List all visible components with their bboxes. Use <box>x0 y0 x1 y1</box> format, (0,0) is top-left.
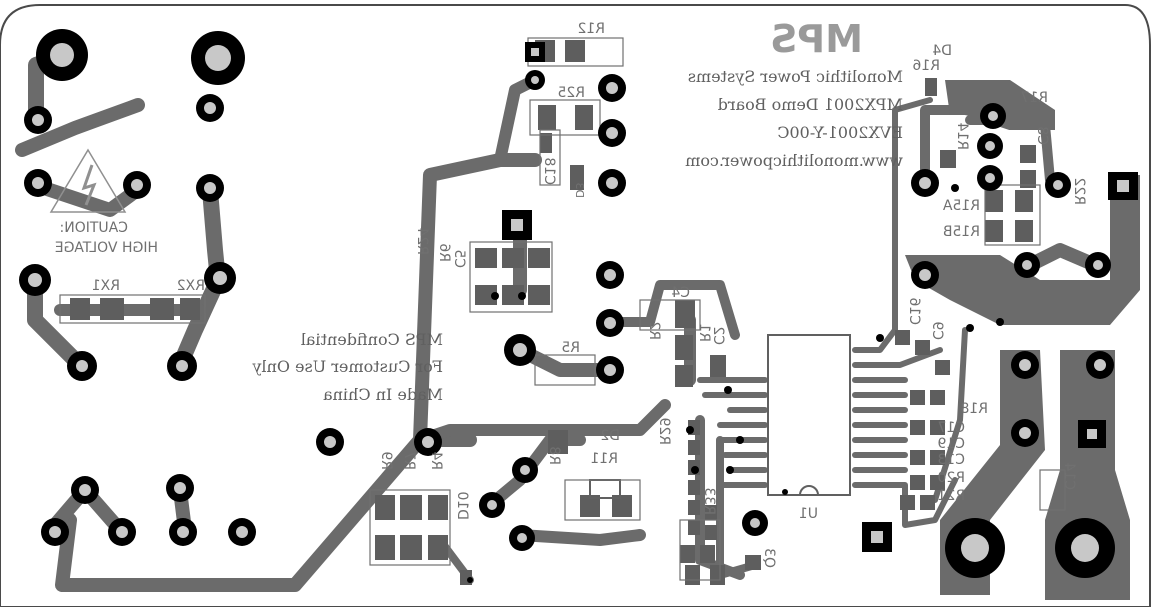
refdes-q3: Q3 <box>761 548 777 568</box>
refdes-r16: R16 <box>912 58 940 74</box>
silkscreen-outlines <box>59 37 1066 581</box>
refdes-u1: U1 <box>799 506 818 522</box>
refdes-r11: R11 <box>590 451 618 467</box>
refdes-r2: R2 <box>646 321 662 340</box>
refdes-r24: R24 <box>414 227 430 255</box>
refdes-r25: R25 <box>557 85 585 101</box>
refdes-r1: R1 <box>696 323 712 342</box>
refdes-r15b: R15B <box>943 224 980 240</box>
part-number-text: EVX2001-Y-00C <box>777 123 903 142</box>
high-voltage-text: HIGH VOLTAGE <box>55 240 158 256</box>
refdes-d2: D2 <box>600 428 620 444</box>
refdes-d4: D4 <box>932 43 952 59</box>
smd-pads <box>70 40 1036 585</box>
caution-text: CAUTION: <box>60 220 129 236</box>
confidential-text: MPS Confidential <box>301 330 443 349</box>
refdes-c4: C4 <box>671 285 690 301</box>
refdes-r18: R18 <box>960 401 988 417</box>
refdes-c17: C17 <box>937 420 965 436</box>
refdes-r29: R29 <box>656 417 672 445</box>
refdes-c9: C9 <box>929 321 945 340</box>
refdes-r17: R17 <box>1020 90 1048 106</box>
demo-board-text: MPX2001 Demo Board <box>718 95 903 114</box>
refdes-r4: R4 <box>428 451 444 470</box>
refdes-c2: C2 <box>710 326 726 345</box>
caution-symbol <box>49 148 127 213</box>
refdes-c5: C5 <box>451 249 467 268</box>
refdes-r14: R14 <box>954 122 970 150</box>
refdes-rx2: RX2 <box>177 278 205 294</box>
reference-designators: R12 R25 C18 D3 D4 R16 R17 C8 R14 R22 R15… <box>92 21 1087 568</box>
customer-use-text: For Customer Use Only <box>252 357 443 376</box>
refdes-r33: R33 <box>701 487 717 515</box>
through-hole-pads <box>19 29 1138 583</box>
refdes-r8: R8 <box>546 446 562 465</box>
refdes-rx1: RX1 <box>92 278 120 294</box>
refdes-r20: R20 <box>937 470 965 486</box>
refdes-c8: C8 <box>1034 126 1050 145</box>
refdes-r15a: R15A <box>942 198 980 214</box>
refdes-r12: R12 <box>577 21 605 37</box>
refdes-r5: R5 <box>561 340 580 356</box>
refdes-c18: C18 <box>541 157 557 185</box>
refdes-c16: C16 <box>906 297 922 325</box>
board-text: MPS Monolithic Power Systems MPX2001 Dem… <box>55 17 903 404</box>
refdes-c13: C13 <box>937 452 965 468</box>
refdes-d10: D10 <box>454 491 470 520</box>
refdes-c19: C19 <box>937 436 965 452</box>
made-in-text: Made In China <box>323 385 443 404</box>
mps-logo: MPS <box>770 17 863 61</box>
ic-u1 <box>767 334 851 496</box>
refdes-r7: R7 <box>401 451 417 470</box>
refdes-r21: R21 <box>937 488 965 504</box>
refdes-r9: R9 <box>378 451 394 470</box>
refdes-r6: R6 <box>436 243 452 262</box>
company-text: Monolithic Power Systems <box>688 67 903 86</box>
website-text: www.monolithicpower.com <box>685 151 903 170</box>
refdes-r22: R22 <box>1071 177 1087 205</box>
refdes-c14: C14 <box>1061 462 1077 490</box>
refdes-d3: D3 <box>573 183 586 198</box>
